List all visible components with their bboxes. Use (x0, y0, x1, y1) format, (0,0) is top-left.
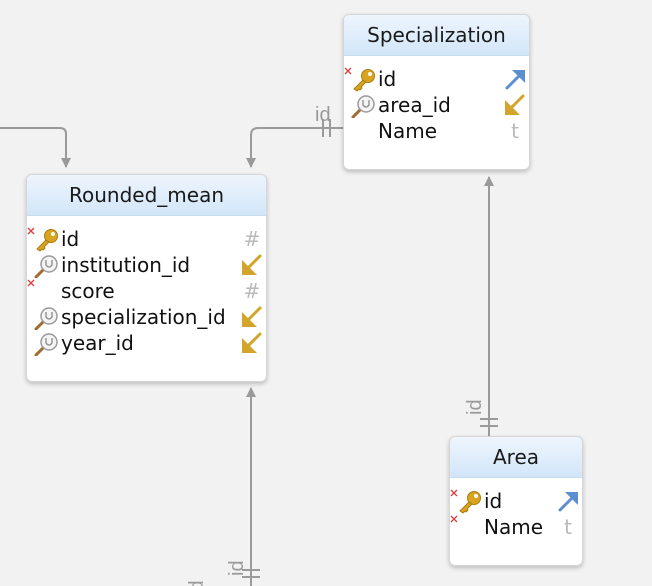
fk-arrow-icon (242, 306, 262, 327)
field-row[interactable]: id (450, 488, 582, 514)
field-row[interactable]: id (344, 66, 529, 92)
field-key-slot (31, 228, 61, 252)
connector-spec-to-rounded-label: id (315, 104, 331, 126)
field-name: score (61, 279, 115, 303)
connector-bottom-to-rounded-label: id (226, 560, 248, 576)
field-name: id (61, 227, 80, 251)
text-type-icon: t (564, 515, 572, 539)
field-key-slot (31, 254, 61, 279)
number-type-icon: # (243, 279, 261, 303)
field-type-slot (503, 67, 527, 91)
field-row[interactable]: id # (27, 226, 266, 252)
field-type-slot (240, 331, 264, 355)
index-icon (34, 333, 58, 357)
field-name: area_id (378, 93, 451, 117)
field-name: institution_id (61, 253, 191, 277)
field-key-slot (31, 332, 61, 357)
key-icon (353, 69, 375, 92)
field-name: year_id (61, 331, 134, 355)
fk-arrow-icon (242, 332, 262, 353)
number-type-icon: # (243, 227, 261, 251)
field-name: Name (484, 515, 544, 539)
connector-area-to-spec-label: id (464, 399, 486, 415)
field-type-slot (556, 489, 580, 513)
field-type-slot (503, 93, 527, 117)
field-key-slot (348, 68, 378, 92)
field-row[interactable]: score # (27, 278, 266, 304)
connector-offscreen-bottom-label: id (186, 580, 208, 586)
entity-title: Area (450, 437, 582, 478)
key-icon (459, 491, 481, 514)
field-row[interactable]: Name t (344, 118, 529, 144)
field-key-slot (454, 490, 484, 514)
field-type-slot (240, 253, 264, 277)
connector-spec-to-rounded[interactable] (246, 127, 343, 168)
field-key-slot (348, 120, 378, 144)
fk-arrow-icon (505, 94, 525, 115)
field-key-slot (31, 280, 61, 304)
required-marker-icon (344, 67, 352, 75)
required-marker-icon (450, 489, 458, 497)
pk-arrow-icon (558, 492, 578, 512)
text-type-icon: t (511, 119, 519, 143)
index-icon (34, 255, 58, 279)
fk-arrow-icon (242, 254, 262, 275)
entity-title: Rounded_mean (27, 175, 266, 216)
field-name: specialization_id (61, 305, 226, 329)
required-marker-icon (27, 279, 35, 287)
index-icon (34, 307, 58, 331)
key-icon (36, 229, 58, 252)
field-name: Name (378, 119, 438, 143)
field-key-slot (348, 94, 378, 119)
field-row[interactable]: institution_id (27, 252, 266, 279)
connector-left-incoming[interactable] (0, 127, 71, 168)
index-icon (351, 95, 375, 119)
field-name: id (484, 489, 503, 513)
entity-title: Specialization (344, 15, 529, 56)
field-row[interactable]: year_id (27, 330, 266, 357)
field-key-slot (454, 516, 484, 540)
field-row[interactable]: area_id (344, 92, 529, 119)
field-key-slot (31, 306, 61, 331)
field-name: id (378, 67, 397, 91)
field-type-slot (240, 305, 264, 329)
required-marker-icon (450, 515, 458, 523)
required-marker-icon (27, 227, 35, 235)
field-row[interactable]: specialization_id (27, 304, 266, 331)
pk-arrow-icon (505, 70, 525, 90)
